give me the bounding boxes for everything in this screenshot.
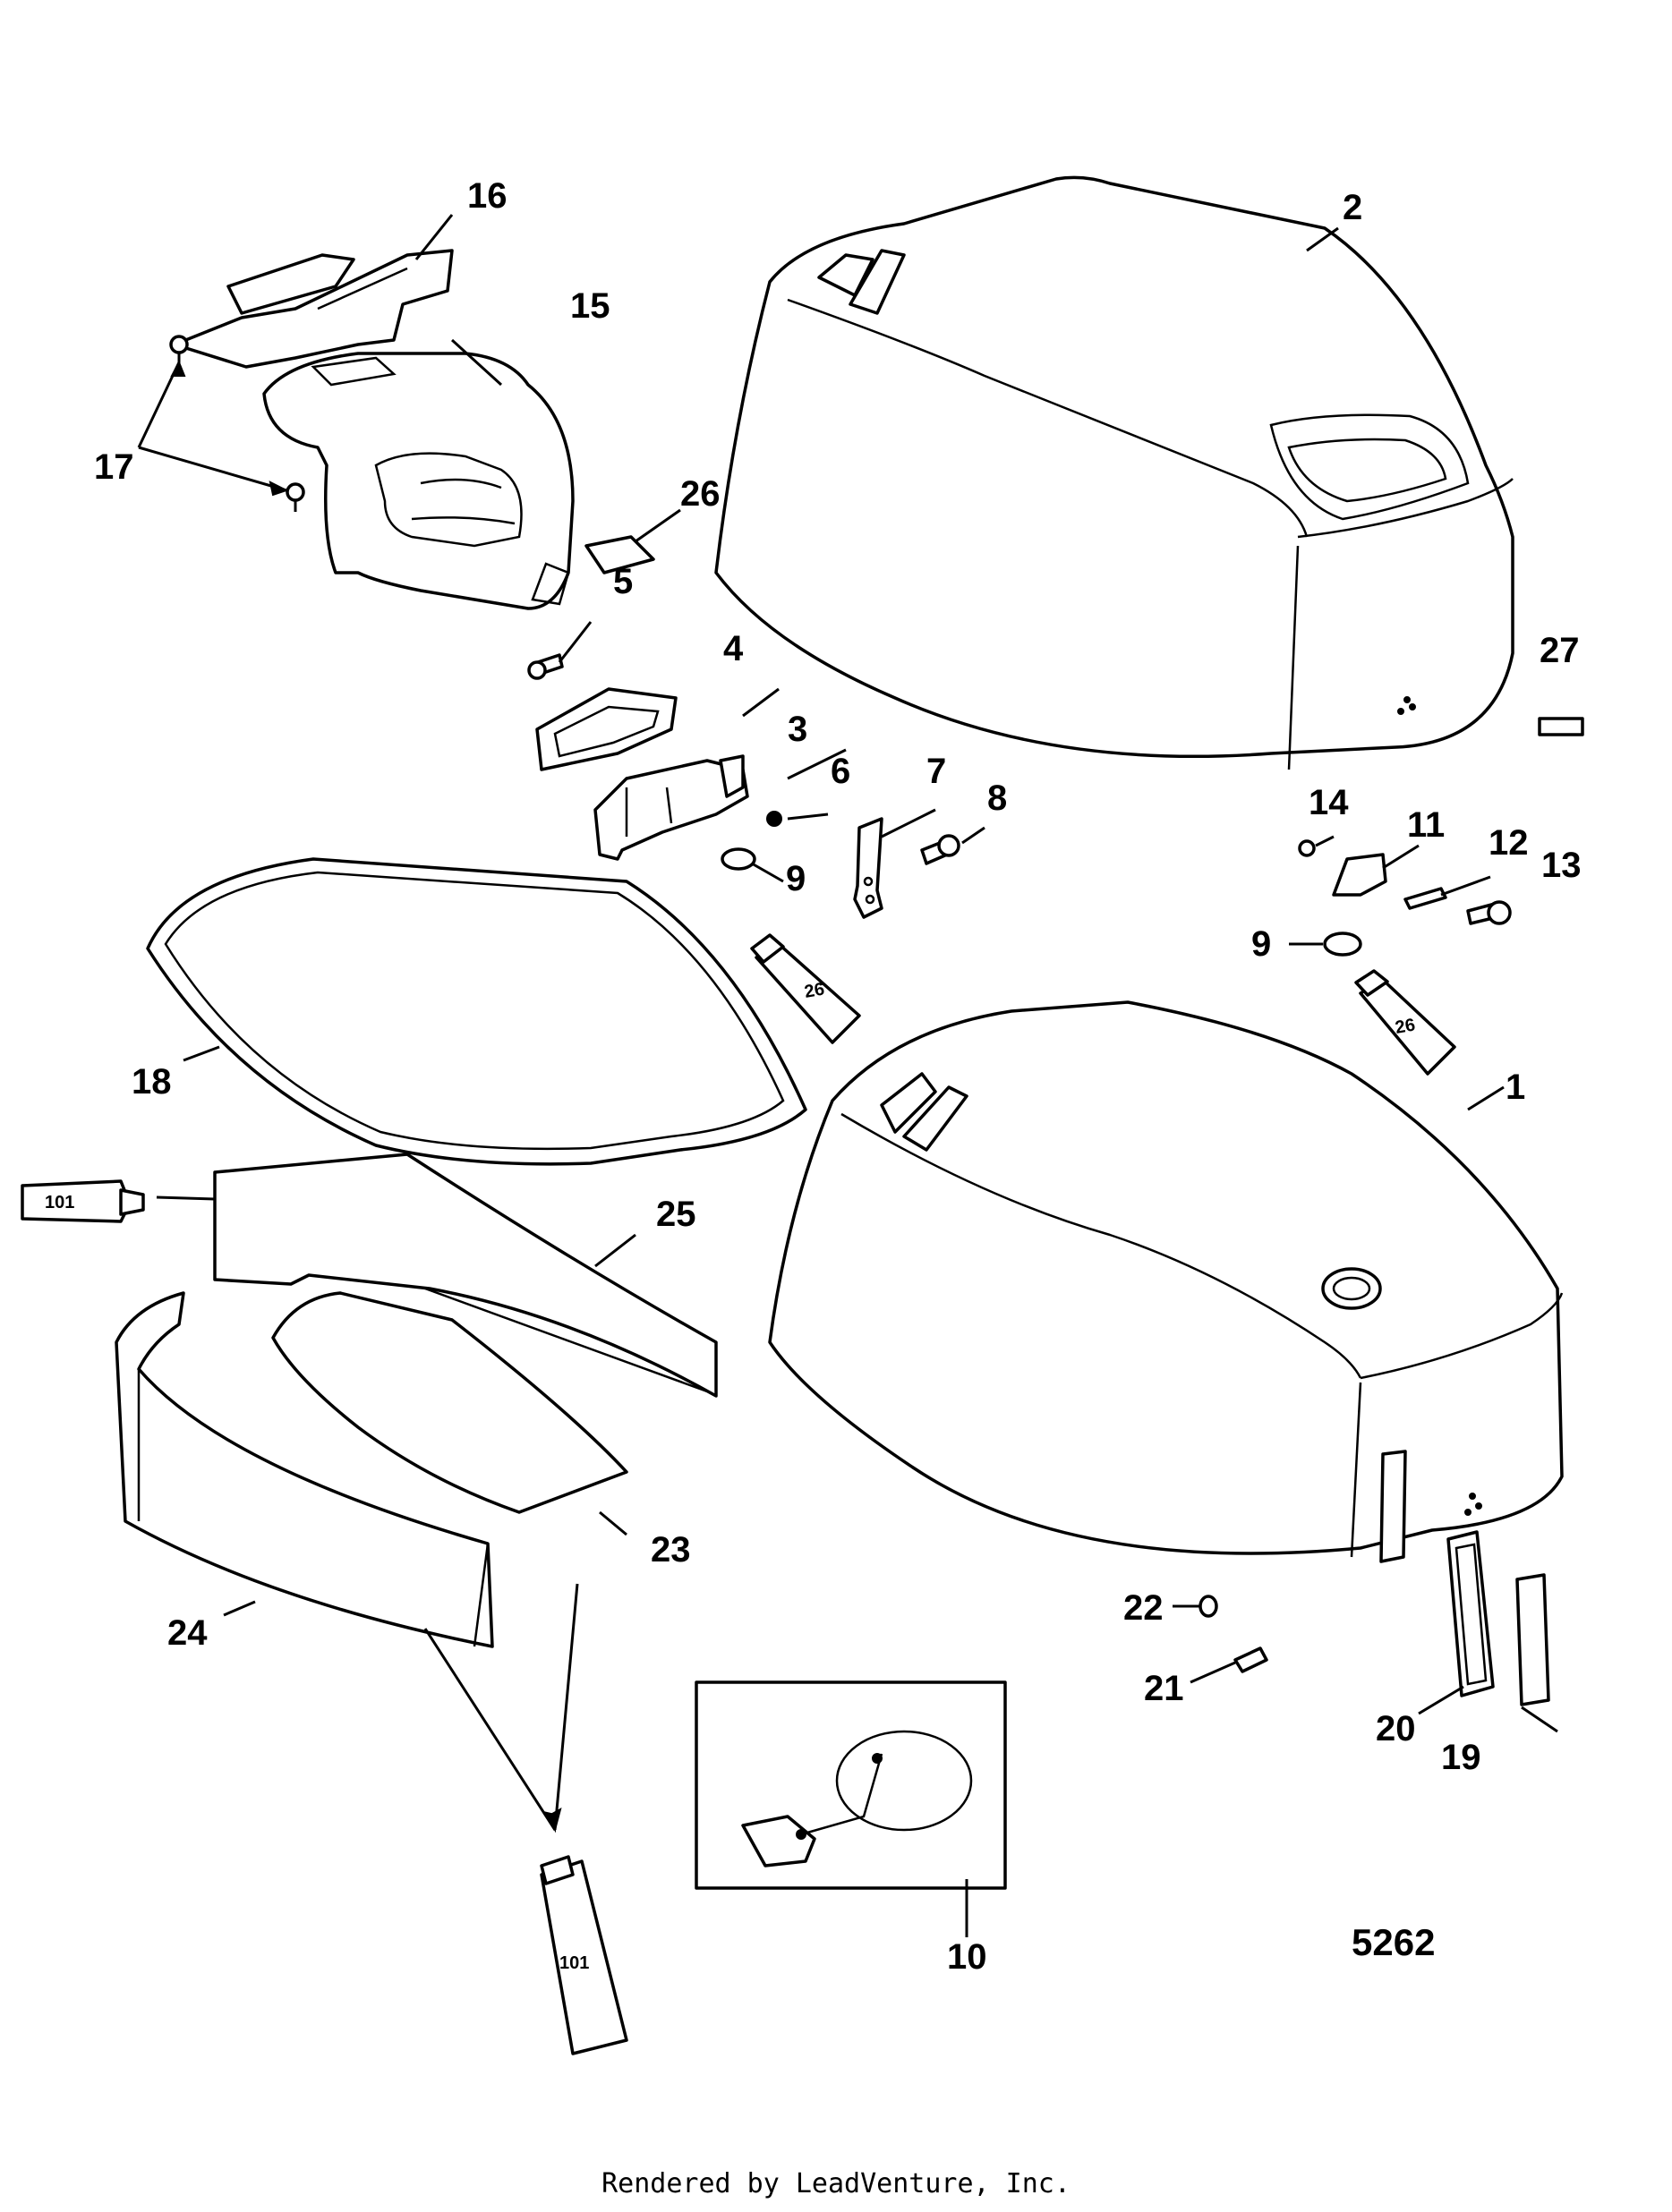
label-12: 12 bbox=[1489, 823, 1529, 863]
frame-20 bbox=[1446, 1530, 1495, 1697]
seal-18 bbox=[146, 857, 807, 1166]
pad-23 bbox=[271, 1291, 628, 1514]
label-21: 21 bbox=[1144, 1669, 1184, 1708]
pin-21 bbox=[1233, 1646, 1268, 1673]
insert-19 bbox=[1515, 1573, 1550, 1706]
bottom-cowl-lower bbox=[768, 1000, 1564, 1563]
label-11: 11 bbox=[1407, 805, 1445, 845]
top-cowl-upper bbox=[714, 175, 1514, 770]
label-3: 3 bbox=[788, 710, 807, 749]
part-labels: 1 2 3 4 5 6 7 8 9 9 10 11 12 13 14 15 16… bbox=[94, 176, 1582, 1977]
label-4: 4 bbox=[723, 629, 744, 668]
foam-24 bbox=[115, 1291, 494, 1648]
plate-12 bbox=[1403, 887, 1447, 910]
nut-6 bbox=[766, 811, 782, 827]
sealant-tube-101a: 101 bbox=[21, 1179, 145, 1223]
washer-22 bbox=[1199, 1595, 1218, 1618]
leader-arrows bbox=[170, 360, 562, 1833]
latch-3 bbox=[593, 754, 749, 861]
bolt-8 bbox=[920, 834, 960, 865]
label-7: 7 bbox=[926, 752, 946, 791]
label-23: 23 bbox=[651, 1530, 691, 1570]
plate-4 bbox=[535, 687, 678, 771]
label-18: 18 bbox=[132, 1062, 172, 1102]
label-10: 10 bbox=[947, 1937, 987, 1977]
label-13: 13 bbox=[1541, 846, 1582, 885]
tube-label-26a: 26 bbox=[803, 979, 826, 1002]
label-25: 25 bbox=[656, 1195, 696, 1234]
grommet-9b bbox=[1323, 932, 1362, 957]
label-14: 14 bbox=[1309, 783, 1349, 822]
kit-box-10 bbox=[695, 1680, 1007, 1890]
label-15: 15 bbox=[570, 286, 610, 326]
label-9b: 9 bbox=[1251, 924, 1271, 964]
screws-17 bbox=[169, 335, 305, 512]
decal-27 bbox=[1538, 717, 1584, 736]
label-16: 16 bbox=[467, 176, 508, 216]
screw-5 bbox=[527, 653, 564, 680]
bracket-16 bbox=[173, 249, 454, 369]
foam-25 bbox=[213, 1153, 718, 1398]
sealant-tube-26b: 26 bbox=[1354, 969, 1456, 1076]
sealant-tube-26a: 26 bbox=[750, 933, 861, 1044]
label-27: 27 bbox=[1540, 631, 1580, 670]
label-5: 5 bbox=[613, 562, 633, 601]
label-17: 17 bbox=[94, 447, 134, 487]
tube-label-101a: 101 bbox=[45, 1193, 74, 1212]
figure-number: 5262 bbox=[1352, 1921, 1435, 1963]
grommet-9a bbox=[721, 847, 756, 871]
label-19: 19 bbox=[1441, 1738, 1481, 1777]
decal-26 bbox=[584, 535, 655, 574]
handle-15 bbox=[262, 352, 575, 610]
label-8: 8 bbox=[987, 778, 1007, 818]
label-22: 22 bbox=[1123, 1588, 1164, 1628]
label-24: 24 bbox=[167, 1613, 208, 1653]
label-26: 26 bbox=[680, 474, 721, 514]
label-2: 2 bbox=[1343, 188, 1362, 227]
label-6: 6 bbox=[831, 752, 850, 791]
bracket-11 bbox=[1332, 853, 1387, 897]
tube-label-26b: 26 bbox=[1394, 1015, 1417, 1038]
label-20: 20 bbox=[1376, 1709, 1416, 1748]
sealant-tube-101b: 101 bbox=[540, 1855, 628, 2055]
nut-14 bbox=[1298, 839, 1316, 857]
label-9a: 9 bbox=[786, 859, 806, 898]
label-1: 1 bbox=[1506, 1068, 1525, 1107]
strap-7 bbox=[853, 817, 883, 919]
screw-13 bbox=[1466, 900, 1512, 925]
tube-label-101b: 101 bbox=[559, 1953, 589, 1973]
footer-credit: Rendered by LeadVenture, Inc. bbox=[601, 2168, 1071, 2199]
